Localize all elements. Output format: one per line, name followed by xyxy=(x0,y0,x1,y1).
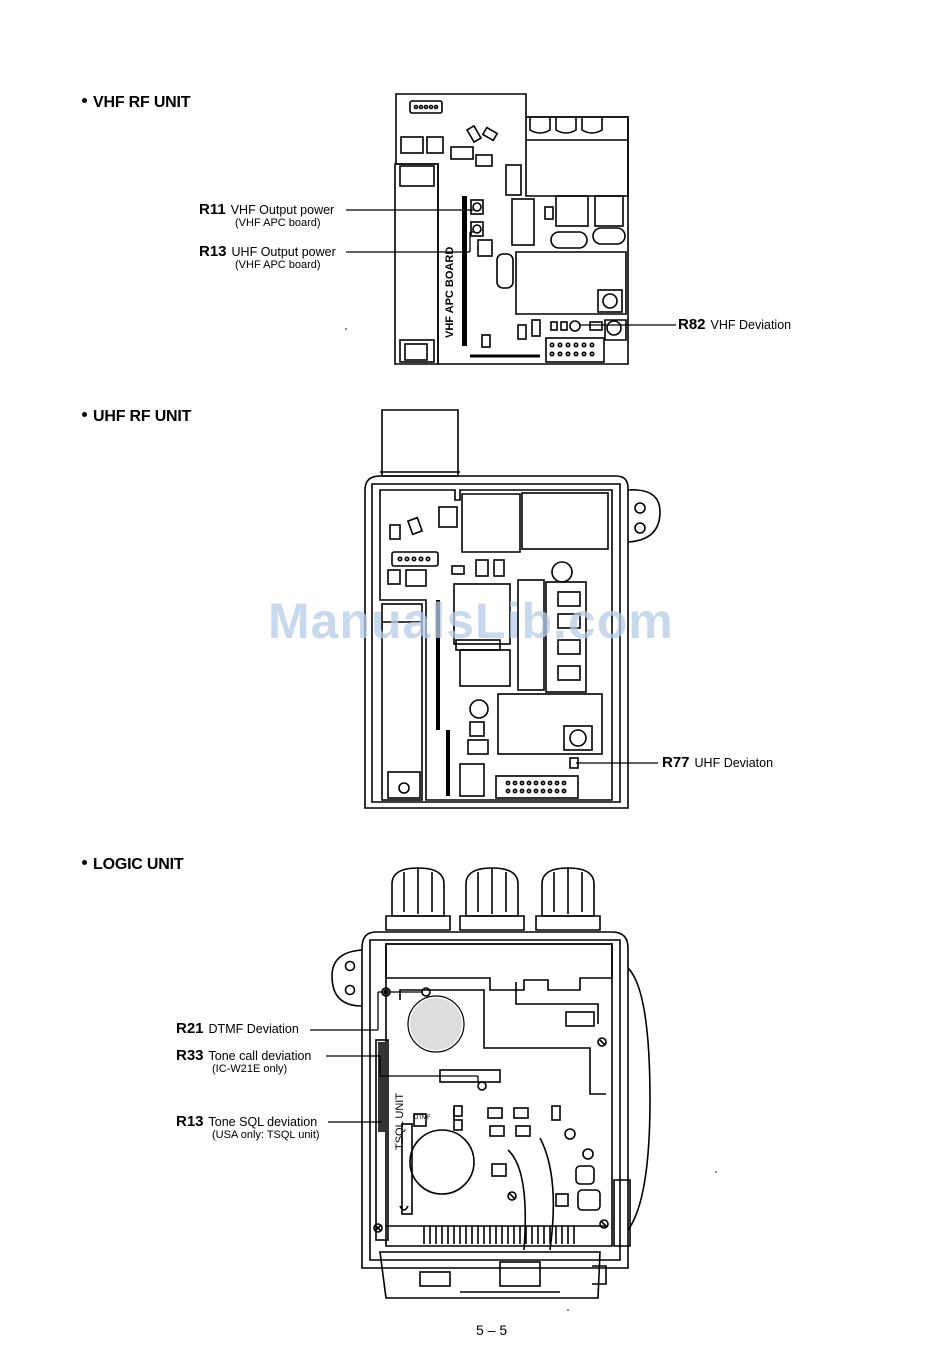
callout-sub: (IC-W21E only) xyxy=(212,1063,311,1076)
callout-ref: R33 xyxy=(176,1047,204,1064)
callout-r33: R33 Tone call deviation (IC-W21E only) xyxy=(176,1049,311,1076)
callout-r77: R77 UHF Deviaton xyxy=(662,756,773,770)
callout-sub: (VHF APC board) xyxy=(235,217,334,230)
watermark: ManualsLib.com xyxy=(268,592,674,650)
callout-r21: R21 DTMF Deviation xyxy=(176,1022,299,1036)
callout-text: DTMF Deviation xyxy=(209,1022,299,1036)
vhf-rf-unit-board xyxy=(395,94,628,364)
callout-ref: R13 xyxy=(176,1113,204,1130)
callout-r13-logic: R13 Tone SQL deviation (USA only: TSQL un… xyxy=(176,1115,320,1142)
dtmf-chip-label: DTMF xyxy=(414,1112,431,1125)
callout-text: Tone SQL deviation xyxy=(209,1115,318,1129)
callout-text: VHF Output power xyxy=(231,203,335,217)
callout-text: UHF Output power xyxy=(232,245,336,259)
callout-ref: R11 xyxy=(199,201,226,218)
callout-text: UHF Deviaton xyxy=(695,756,774,770)
scan-dot xyxy=(715,1171,717,1173)
callout-ref: R21 xyxy=(176,1020,204,1037)
page-number: 5 – 5 xyxy=(476,1322,507,1338)
scan-dot xyxy=(567,1309,569,1311)
callout-r13-vhf: R13 UHF Output power (VHF APC board) xyxy=(199,245,336,272)
callout-text: Tone call deviation xyxy=(209,1049,312,1063)
vhf-apc-board-label: VHF APC BOARD xyxy=(444,247,457,338)
tsql-unit-label: TSQL UNIT xyxy=(394,1093,407,1150)
logic-unit-board xyxy=(332,868,650,1298)
callout-text: VHF Deviation xyxy=(711,318,792,332)
callout-sub: (USA only: TSQL unit) xyxy=(212,1129,320,1142)
callout-r82: R82 VHF Deviation xyxy=(678,318,791,332)
callout-ref: R77 xyxy=(662,754,690,771)
scan-dot xyxy=(345,328,347,330)
callout-ref: R82 xyxy=(678,316,706,333)
callout-ref: R13 xyxy=(199,243,227,260)
callout-r11: R11 VHF Output power (VHF APC board) xyxy=(199,203,334,230)
callout-sub: (VHF APC board) xyxy=(235,259,336,272)
